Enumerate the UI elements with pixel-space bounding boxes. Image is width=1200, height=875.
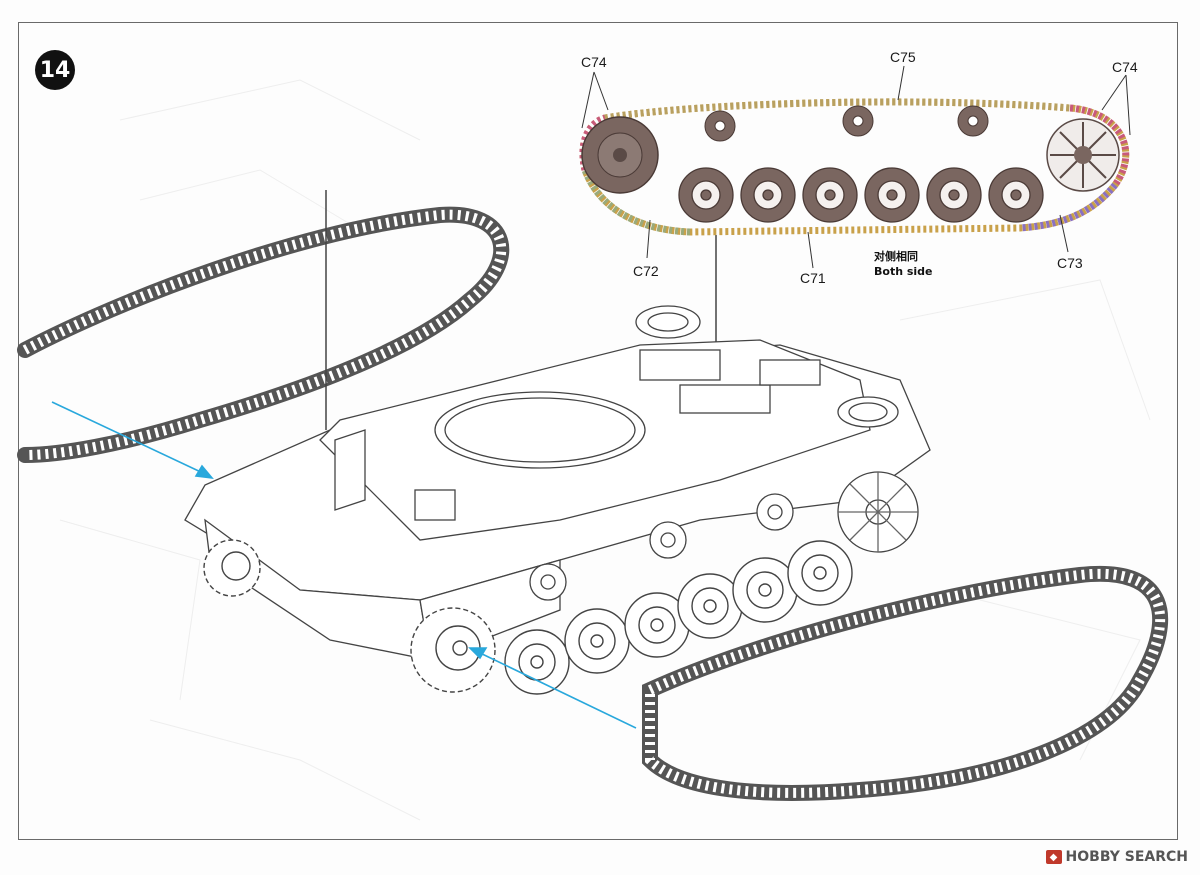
callout-c75: C75: [890, 49, 916, 65]
step-number-badge: 14: [35, 50, 75, 90]
callout-c74-left: C74: [581, 54, 607, 70]
right-track: [642, 565, 1168, 801]
road-wheels: [504, 540, 853, 695]
callout-c72: C72: [633, 263, 659, 279]
rear-idler: [837, 471, 919, 553]
track-detail-inset: [579, 65, 1131, 269]
watermark: ◆ HOBBY SEARCH: [1045, 849, 1188, 865]
return-rollers: [529, 493, 794, 601]
tank-hull: [184, 339, 931, 661]
both-side-note: 对侧相同 Both side: [874, 249, 933, 279]
note-english: Both side: [874, 265, 933, 278]
watermark-text: HOBBY SEARCH: [1065, 849, 1188, 865]
watermark-logo-icon: ◆: [1045, 850, 1062, 864]
page-frame: [18, 22, 1178, 840]
note-chinese: 对侧相同: [874, 250, 918, 263]
callout-c71: C71: [800, 270, 826, 286]
assembly-arrows: [51, 401, 637, 729]
callout-c73: C73: [1057, 255, 1083, 271]
left-track: [17, 206, 510, 463]
spare-wheels: [635, 305, 899, 428]
callout-c74-right: C74: [1112, 59, 1138, 75]
drive-sprockets: [203, 539, 496, 693]
